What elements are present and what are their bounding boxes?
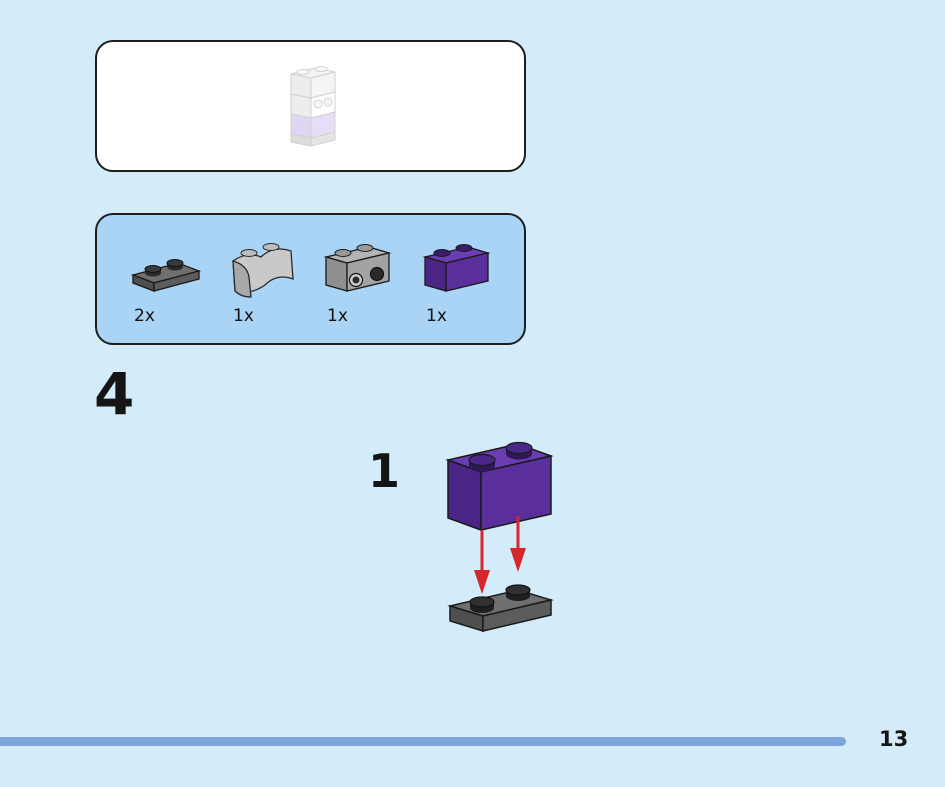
- dark-gray-plate-icon: [447, 584, 554, 633]
- part-quantity: 1x: [327, 306, 348, 326]
- parts-list-item: 1x: [229, 237, 309, 337]
- assembly-illustration: [445, 441, 554, 633]
- part-quantity: 1x: [233, 306, 254, 326]
- parts-list-item: 2x: [130, 237, 210, 337]
- part-quantity: 1x: [426, 306, 447, 326]
- placement-arrow-icon: [474, 516, 526, 594]
- substep-number: 1: [368, 444, 401, 498]
- purple-brick-icon: [445, 441, 554, 532]
- dark-gray-plate-icon: [130, 259, 202, 292]
- parts-list-panel: 2x 1x 1x 1x: [95, 213, 526, 345]
- page-footer-bar: [0, 737, 846, 746]
- light-gray-brick-with-side-studs-icon: [323, 244, 392, 292]
- faded-model-preview: [290, 66, 336, 147]
- parts-list-item: 1x: [422, 237, 502, 337]
- page-number: 13: [879, 727, 909, 751]
- step-number: 4: [94, 360, 135, 428]
- light-gray-curved-brick-icon: [232, 243, 294, 298]
- parts-list-item: 1x: [323, 237, 403, 337]
- part-quantity: 2x: [134, 306, 155, 326]
- model-preview-panel: [95, 40, 526, 172]
- purple-brick-icon: [422, 244, 491, 292]
